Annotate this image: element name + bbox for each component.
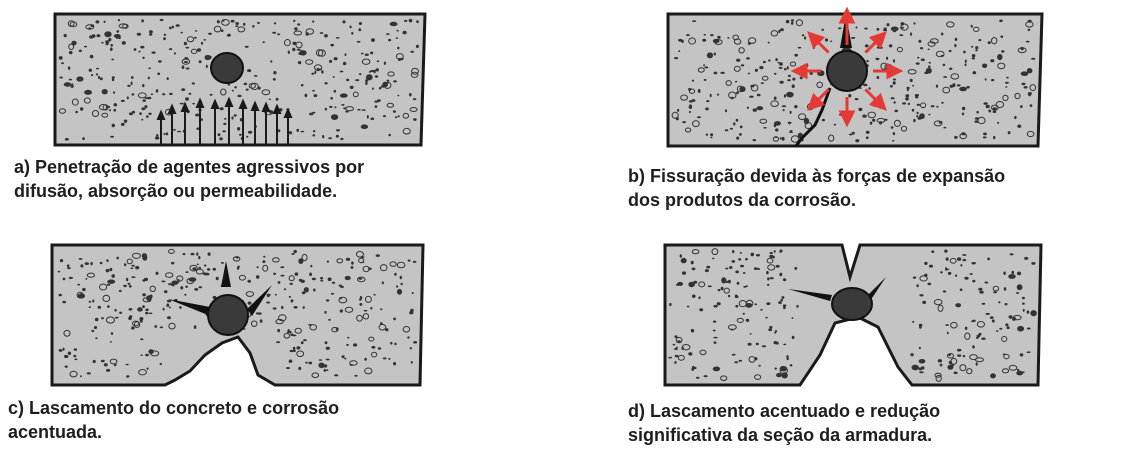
rebar-icon [210, 52, 244, 84]
caption-b-line1: b) Fissuração devida às forças de expans… [628, 166, 1006, 186]
rebar-icon [207, 294, 249, 336]
diagram-b [666, 6, 1044, 148]
crack-icon [168, 261, 272, 316]
panel-a: a) Penetração de agentes agressivos por … [0, 0, 560, 225]
caption-c-line1: c) Lascamento do concreto e corrosão [8, 398, 340, 418]
caption-c-line2: acentuada. [8, 422, 103, 442]
aggregate-dots [57, 248, 418, 378]
aggregate-dots [58, 18, 419, 141]
expansion-arrows-icon [790, 6, 904, 128]
caption-b-line2: dos produtos da corrosão. [628, 190, 857, 210]
panel-b: b) Fissuração devida às forças de expans… [560, 0, 1130, 225]
caption-b: b) Fissuração devida às forças de expans… [628, 164, 1005, 212]
caption-d-line2: significativa da seção da armadura. [628, 425, 933, 445]
caption-a-line2: difusão, absorção ou permeabilidade. [14, 181, 338, 201]
rebar-icon [831, 287, 873, 321]
rebar-icon [826, 50, 868, 92]
caption-d-line1: d) Lascamento acentuado e redução [628, 401, 941, 421]
panel-c: c) Lascamento do concreto e corrosão ace… [0, 225, 560, 450]
penetration-arrows-icon [156, 96, 293, 144]
diagram-d [663, 243, 1043, 387]
crack-icon [794, 87, 832, 147]
concrete-block [53, 12, 427, 147]
diagram-c [50, 243, 425, 387]
panel-d: d) Lascamento acentuado e redução signif… [560, 225, 1130, 450]
diagram-a [53, 12, 427, 147]
caption-d: d) Lascamento acentuado e redução signif… [628, 399, 940, 447]
caption-a-line1: a) Penetração de agentes agressivos por [14, 157, 365, 177]
caption-c: c) Lascamento do concreto e corrosão ace… [8, 396, 339, 444]
aggregate-dots [668, 248, 1037, 382]
caption-a: a) Penetração de agentes agressivos por … [14, 155, 364, 203]
aggregate-dots [671, 19, 1037, 143]
